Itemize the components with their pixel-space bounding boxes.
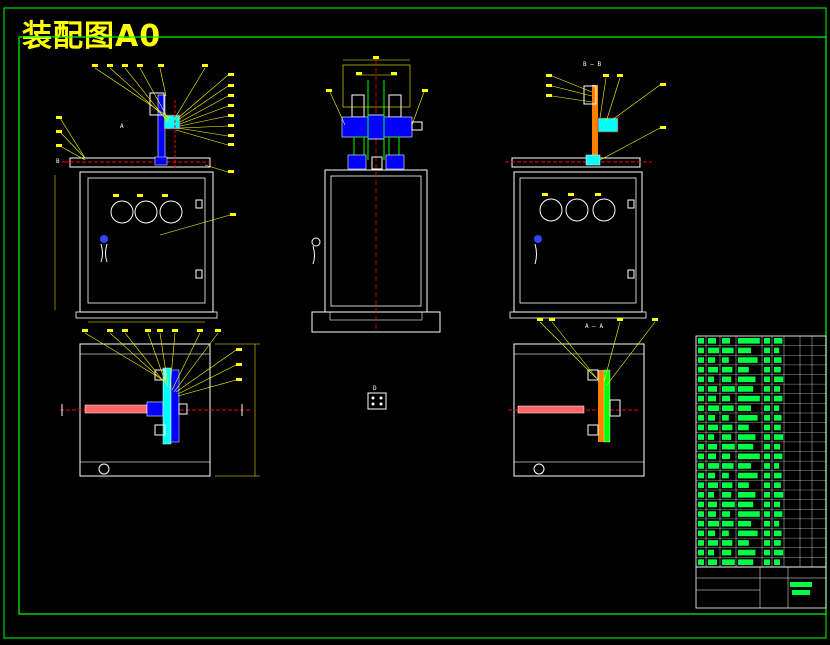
parts-list-row	[696, 557, 826, 565]
detail-tag-label: D	[373, 385, 377, 392]
side-view	[311, 56, 441, 333]
parts-list-row	[696, 499, 826, 508]
parts-list-row	[696, 355, 826, 363]
parts-list-row	[696, 489, 826, 498]
parts-list-row	[696, 374, 826, 383]
parts-list-row	[696, 518, 826, 527]
parts-list-row	[696, 470, 826, 479]
parts-list-row	[696, 509, 826, 517]
detail-block: D	[367, 385, 387, 410]
parts-list-row	[696, 547, 826, 556]
parts-list-row	[696, 335, 826, 344]
parts-list-table	[695, 335, 827, 568]
aa-section-label: A — A	[585, 323, 603, 330]
parts-list-row	[696, 537, 826, 546]
parts-list-row	[696, 460, 826, 469]
b-arrow-label: B	[56, 158, 60, 165]
parts-list-row	[696, 480, 826, 488]
parts-list-row	[696, 364, 826, 373]
bb-section-label: B — B	[583, 61, 601, 68]
parts-list-row	[696, 451, 826, 460]
a-arrow-label: A	[120, 123, 124, 130]
parts-list-row	[696, 432, 826, 440]
parts-list-row	[696, 403, 826, 411]
right-section-view: B — B	[505, 61, 666, 319]
parts-list-row	[696, 345, 826, 354]
drawing-frame	[3, 7, 827, 639]
front-view: A B	[54, 64, 236, 323]
parts-list-row	[696, 441, 826, 450]
aa-section-view: A — A	[508, 318, 658, 477]
parts-list-row	[696, 422, 826, 431]
title-block	[695, 566, 827, 609]
parts-list-row	[696, 412, 826, 421]
parts-list-row	[696, 393, 826, 402]
parts-list-row	[696, 383, 826, 392]
top-view	[60, 329, 260, 477]
parts-list-row	[696, 528, 826, 537]
